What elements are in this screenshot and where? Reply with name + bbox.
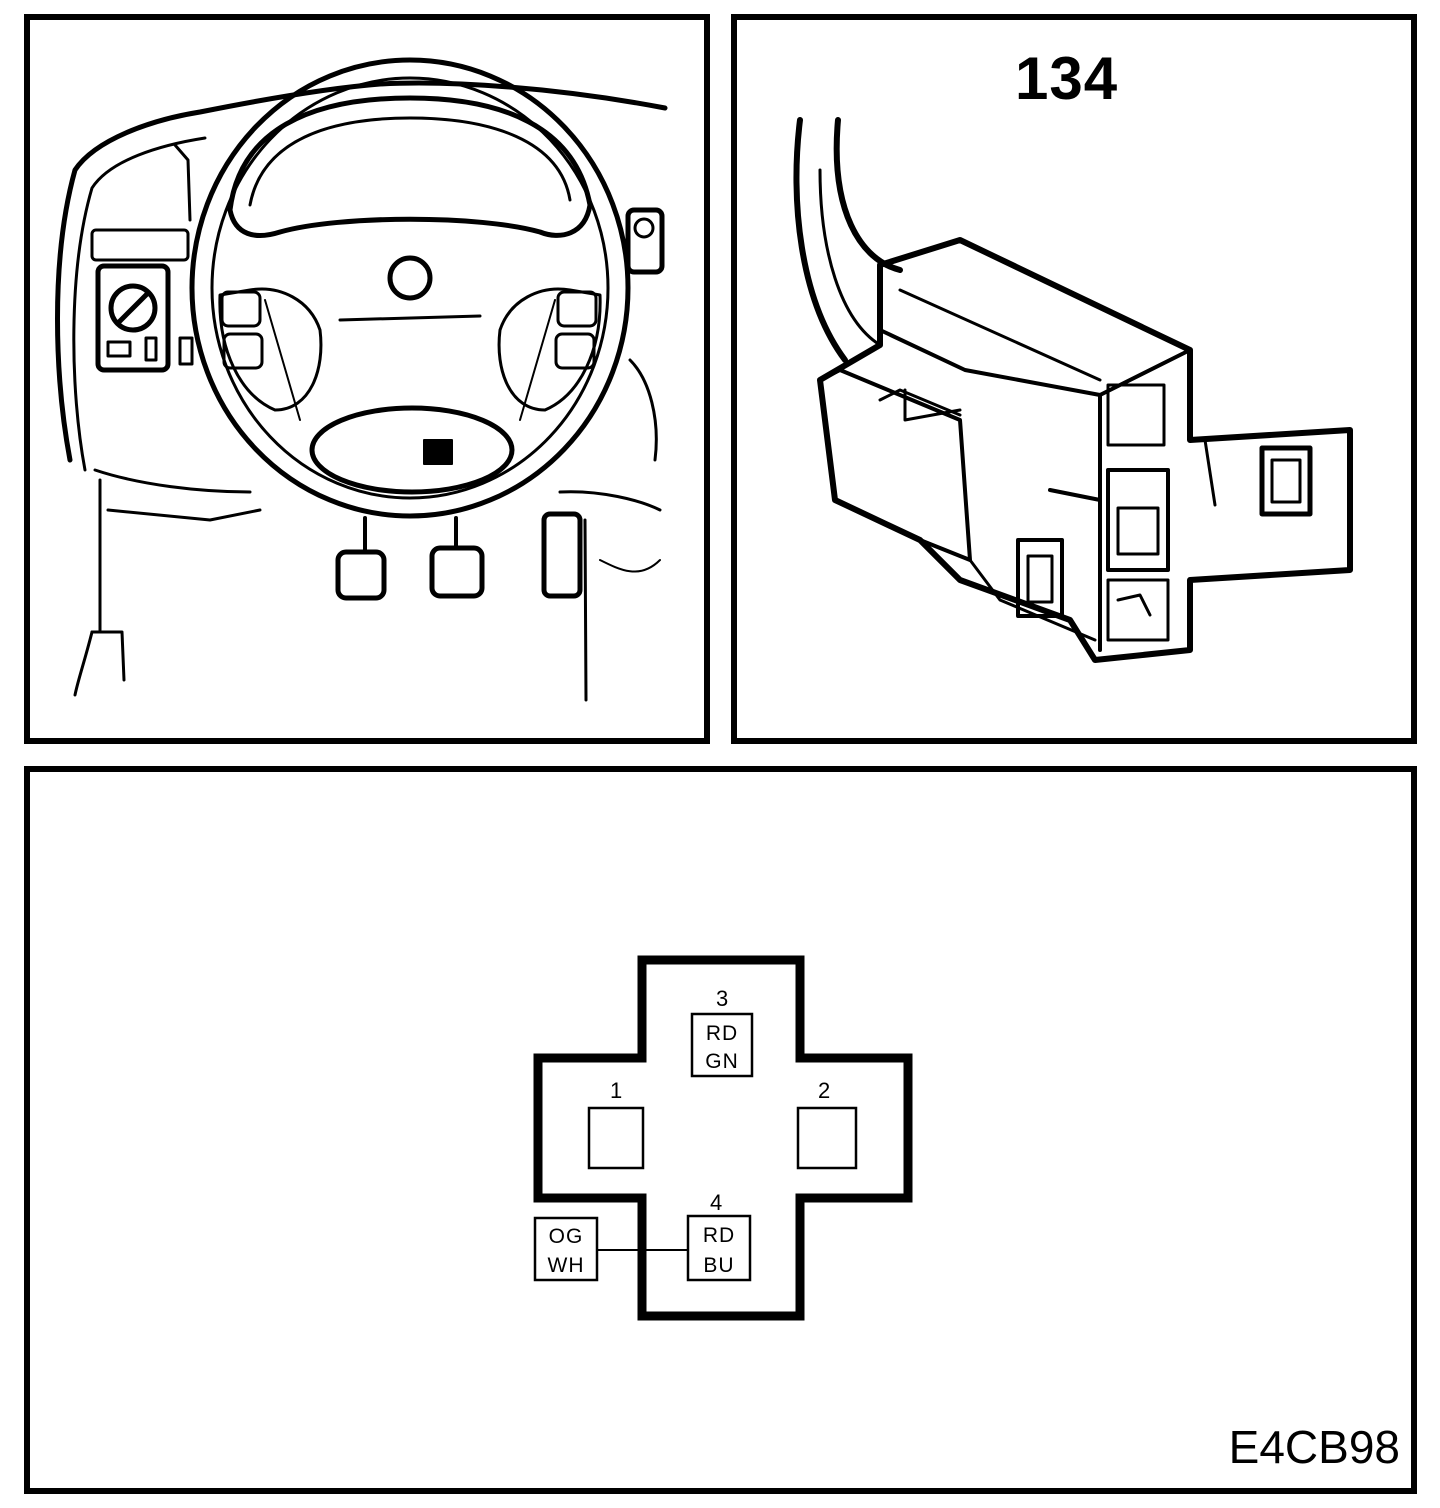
pin-3: 3 RD GN (690, 986, 754, 1078)
pin-3-wire-color-top: RD (706, 1022, 738, 1045)
pin-4-number: 4 (710, 1190, 722, 1215)
pin-3-wire-color-bottom: GN (705, 1050, 739, 1073)
pin-4: 4 RD BU (686, 1190, 752, 1282)
external-wire-label: OG WH (533, 1216, 688, 1282)
pin-4-wire-color-bottom: BU (703, 1254, 734, 1277)
dashboard-illustration (55, 57, 668, 702)
external-wire-color-bottom: WH (548, 1254, 585, 1277)
pin-1-number: 1 (610, 1078, 622, 1103)
dashboard-location-panel (24, 14, 710, 744)
connector-134-illustration (793, 117, 1353, 663)
external-wire-color-top: OG (549, 1225, 584, 1248)
connector-face-outline (533, 955, 913, 1321)
pin-3-number: 3 (716, 986, 728, 1011)
connector-number: 134 (1015, 45, 1119, 112)
pin-1: 1 (587, 1078, 645, 1170)
figure-reference-code: E4CB98 (1228, 1421, 1400, 1473)
pin-2-number: 2 (818, 1078, 830, 1103)
pin-2: 2 (796, 1078, 858, 1170)
pin-4-wire-color-top: RD (703, 1224, 735, 1247)
